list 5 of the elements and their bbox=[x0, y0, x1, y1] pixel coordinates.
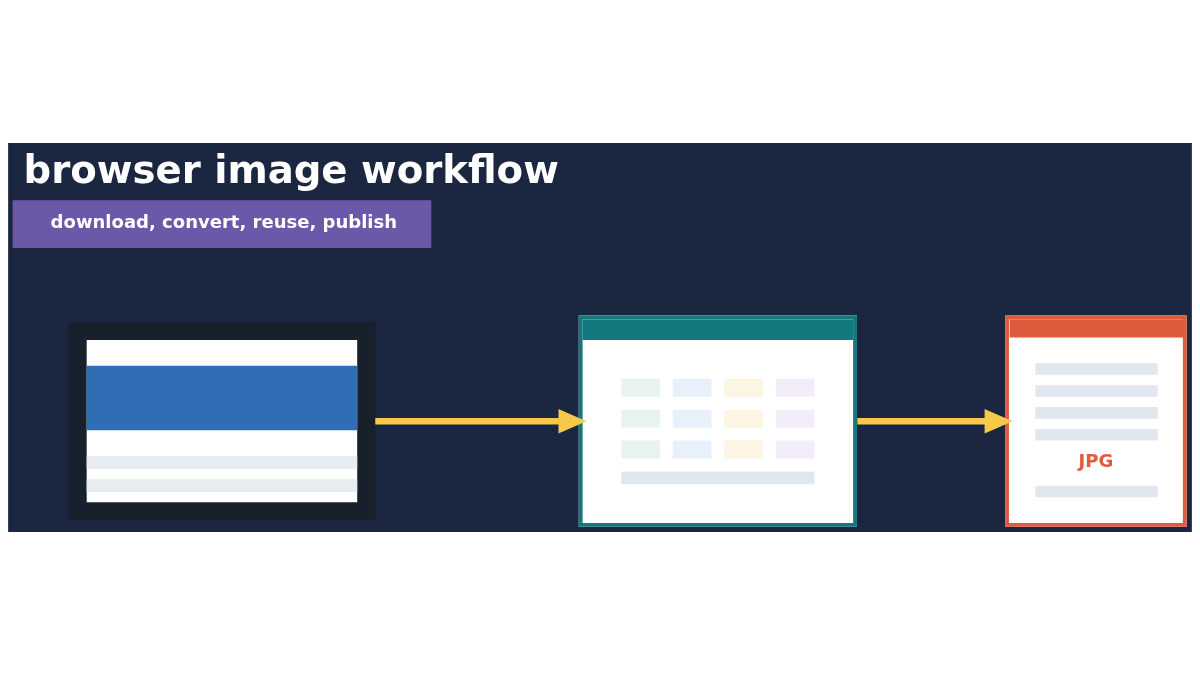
arrow bbox=[375, 408, 587, 434]
arrow bbox=[857, 408, 1013, 434]
node-box: download, convert, reuse, publish bbox=[12, 200, 432, 248]
node-box bbox=[68, 322, 376, 521]
diagram-title: browser image workflow bbox=[23, 146, 559, 192]
